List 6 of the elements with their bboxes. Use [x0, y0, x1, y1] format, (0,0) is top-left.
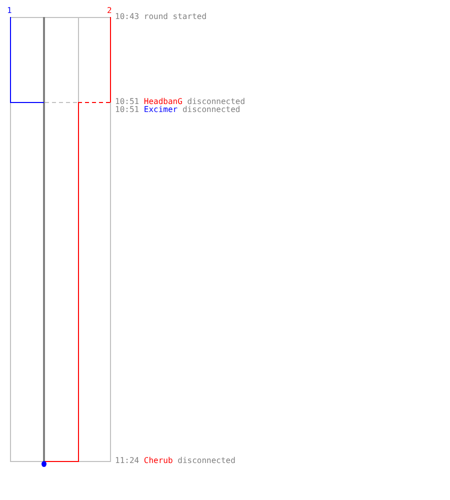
- event-log-line: 10:51 Excimer disconnected: [115, 105, 240, 114]
- event-log-line: 10:43 round started: [115, 12, 207, 21]
- event-log-line: 11:24 Cherub disconnected: [115, 456, 236, 465]
- column-number: 1: [7, 6, 12, 15]
- event-log-line: 10:51 HeadbanG disconnected: [115, 97, 246, 106]
- column-number: 2: [107, 6, 112, 15]
